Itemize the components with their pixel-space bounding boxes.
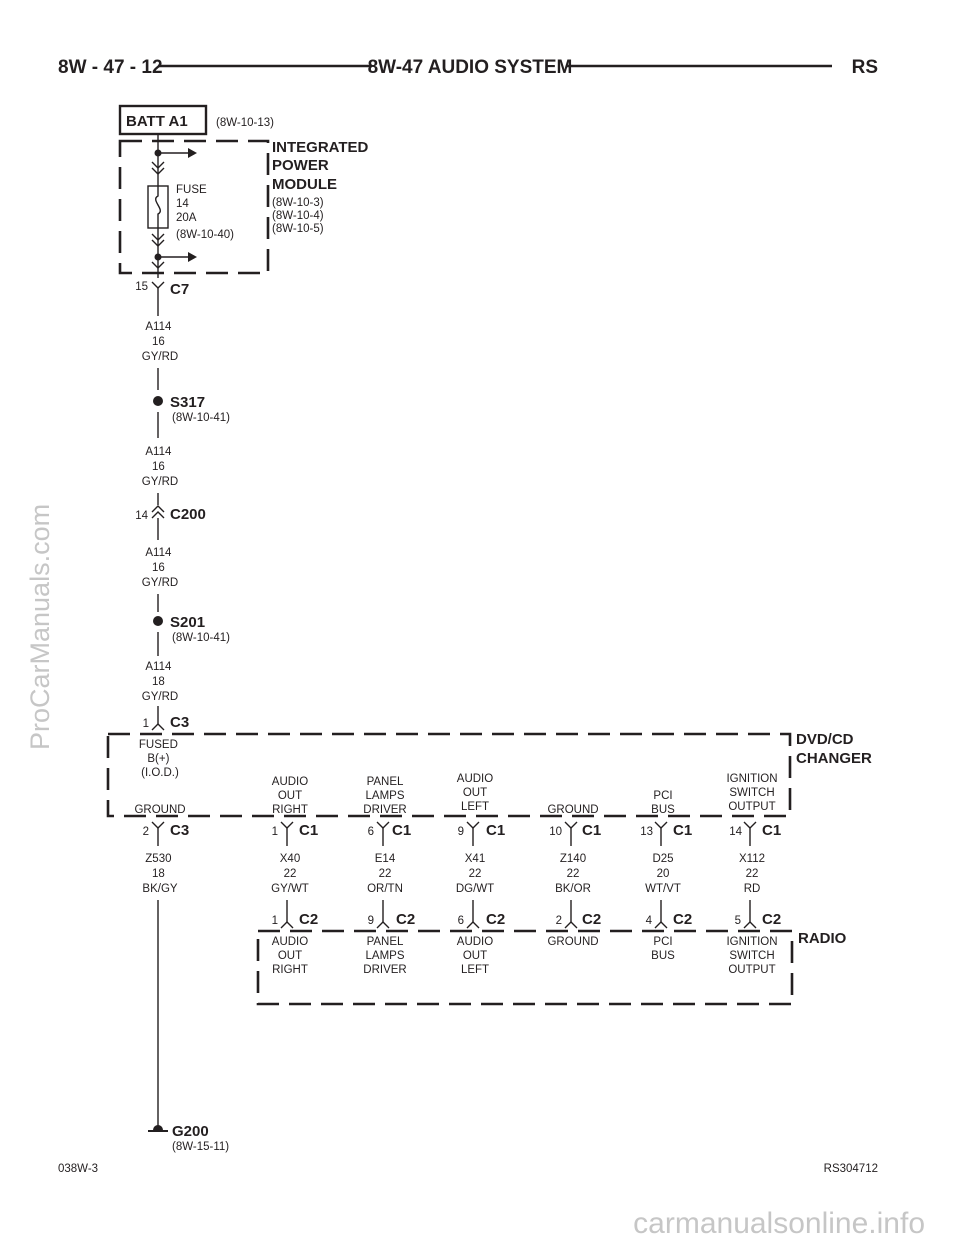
- ipm-refs: (8W-10-3) (8W-10-4) (8W-10-5): [272, 197, 327, 235]
- col3-c2-name: C2: [486, 911, 505, 928]
- c3-ground-name: C3: [170, 822, 189, 839]
- dvd-changer-name: DVD/CD CHANGER: [796, 731, 872, 767]
- col2-c1-name: C1: [392, 822, 411, 839]
- c7-name: C7: [170, 281, 189, 298]
- col3-c1-pin: 9: [458, 826, 464, 838]
- fused-b-label: FUSED B(+) (I.O.D.): [139, 739, 181, 779]
- col1-c1-name: C1: [299, 822, 318, 839]
- bottom-watermark: carmanualsonline.info: [633, 1207, 925, 1240]
- c7-pin: 15: [135, 281, 148, 293]
- radio-name: RADIO: [798, 930, 847, 947]
- model-code: RS: [852, 57, 878, 78]
- wire-a114-2: A114 16 GY/RD: [142, 446, 178, 488]
- connector-c3-fused: 1 C3: [143, 714, 190, 731]
- footer-left-code: 038W-3: [58, 1163, 98, 1175]
- col1-c2-pin: 1: [272, 915, 278, 927]
- col2-c1-pin: 6: [368, 826, 374, 838]
- col6-c1-pin: 14: [729, 826, 742, 838]
- c200-pin: 14: [135, 510, 148, 522]
- col4-c2-name: C2: [582, 911, 601, 928]
- connector-c7: 15 C7: [135, 281, 189, 316]
- col3-c2-pin: 6: [458, 915, 464, 927]
- col5-c2-name: C2: [673, 911, 692, 928]
- col5-c2-pin: 4: [646, 915, 653, 927]
- batt-ref: (8W-10-13): [216, 117, 274, 129]
- fuse-label: FUSE 14 20A (8W-10-40): [176, 184, 234, 241]
- side-watermark: ProCarManuals.com: [25, 504, 55, 750]
- col5-c1-name: C1: [673, 822, 692, 839]
- col4-top-label: GROUND: [547, 804, 598, 816]
- col4-bottom-label: GROUND: [547, 936, 598, 948]
- col6-c2-name: C2: [762, 911, 781, 928]
- splice-s317-dot: [153, 396, 163, 406]
- c3-top-pin: 1: [143, 718, 149, 730]
- ipm-box: [118, 139, 270, 275]
- dvd-changer-box: [106, 732, 792, 818]
- col1-c1-pin: 1: [272, 826, 278, 838]
- wire-a114-3: A114 16 GY/RD: [142, 547, 178, 589]
- col3-c1-name: C1: [486, 822, 505, 839]
- col6-c2-pin: 5: [735, 915, 741, 927]
- splice-s201-dot: [153, 616, 163, 626]
- col2-c2-name: C2: [396, 911, 415, 928]
- col5-c1-pin: 13: [640, 826, 653, 838]
- radio-box: [256, 929, 794, 1006]
- col1-c2-name: C2: [299, 911, 318, 928]
- page-header: 8W - 47 - 12 8W-47 AUDIO SYSTEM RS: [58, 57, 878, 78]
- splice-s201-ref: (8W-10-41): [172, 632, 230, 644]
- col4-c2-pin: 2: [556, 915, 562, 927]
- footer-right-code: RS304712: [824, 1163, 878, 1175]
- ipm-name: INTEGRATED POWER MODULE: [272, 139, 373, 193]
- g200-name: G200: [172, 1123, 209, 1140]
- c3-top-name: C3: [170, 714, 189, 731]
- ipm-internal: [147, 134, 197, 278]
- c3-ground-pin: 2: [143, 826, 149, 838]
- col4-c1-pin: 10: [549, 826, 562, 838]
- splice-s317-ref: (8W-10-41): [172, 412, 230, 424]
- batt-box: [118, 104, 208, 136]
- col6-c1-name: C1: [762, 822, 781, 839]
- g200-ref: (8W-15-11): [172, 1141, 229, 1153]
- wire-a114-1: A114 16 GY/RD: [142, 321, 178, 363]
- connector-c200: 14 C200: [135, 505, 206, 540]
- page-title: 8W-47 AUDIO SYSTEM: [368, 57, 573, 78]
- wire-a114-4: A114 18 GY/RD: [142, 661, 178, 703]
- connector-c3-ground: 2 C3: [143, 821, 189, 846]
- col4-c1-name: C1: [582, 822, 601, 839]
- c200-name: C200: [170, 506, 206, 523]
- wire-z530: Z530 18 BK/GY: [142, 853, 177, 895]
- splice-s317: S317: [170, 394, 205, 411]
- page-number: 8W - 47 - 12: [58, 57, 163, 78]
- ground-icon: [153, 1125, 163, 1130]
- batt-label: BATT A1: [126, 113, 188, 130]
- ground-g200: G200 (8W-15-11): [148, 1123, 229, 1153]
- col2-c2-pin: 9: [368, 915, 374, 927]
- ground-label: GROUND: [134, 804, 185, 816]
- splice-s201: S201: [170, 614, 205, 631]
